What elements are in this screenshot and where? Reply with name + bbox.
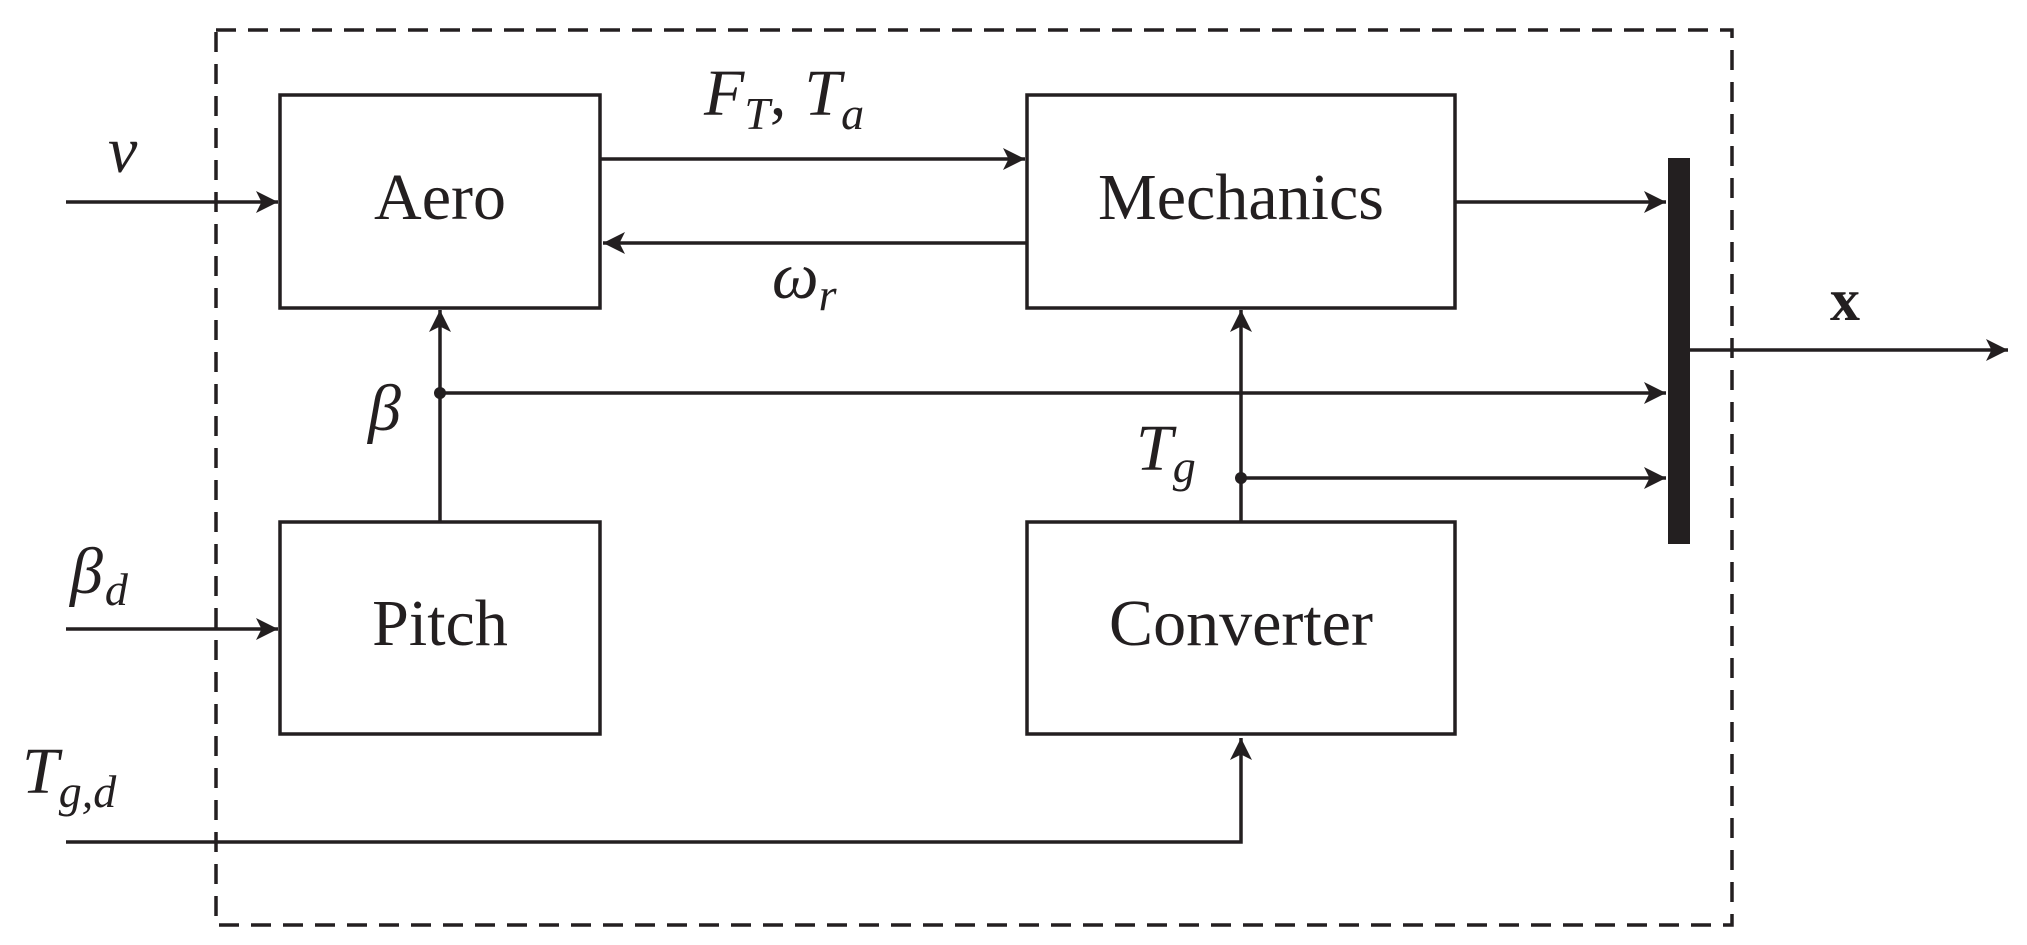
mux-bar bbox=[1668, 158, 1690, 544]
x-output-label: x bbox=[1830, 267, 1860, 333]
beta-label: β bbox=[366, 372, 401, 445]
mechanics-block: Mechanics bbox=[1025, 93, 1457, 310]
tg-label: Tg bbox=[1136, 412, 1196, 492]
pitch-label: Pitch bbox=[372, 587, 508, 660]
beta-junction-dot bbox=[434, 387, 446, 399]
v-label: v bbox=[108, 114, 138, 187]
ft-ta-label: FT,Ta bbox=[703, 57, 864, 139]
converter-label: Converter bbox=[1109, 587, 1373, 660]
tgd-input-arrow bbox=[66, 738, 1252, 844]
system-boundary bbox=[214, 28, 1734, 927]
tg-junction-dot bbox=[1235, 472, 1247, 484]
tgd-label: Tg,d bbox=[22, 735, 117, 817]
mechanics-label: Mechanics bbox=[1098, 161, 1384, 234]
aero-block: Aero bbox=[278, 93, 602, 310]
beta-d-label: βd bbox=[68, 535, 129, 615]
aero-label: Aero bbox=[374, 161, 506, 234]
omega-r-label: ωr bbox=[772, 240, 838, 320]
converter-block: Converter bbox=[1025, 520, 1457, 736]
pitch-block: Pitch bbox=[278, 520, 602, 736]
